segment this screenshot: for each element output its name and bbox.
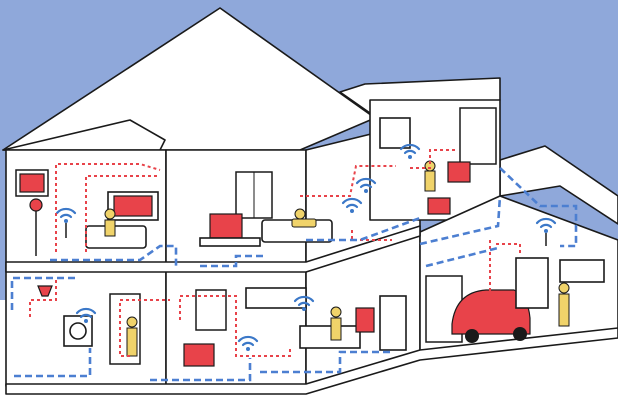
kitchen-counter xyxy=(299,325,361,349)
wifi-icon xyxy=(55,207,77,238)
tool-rack xyxy=(559,259,605,283)
person-icon xyxy=(291,208,317,228)
shelf xyxy=(515,257,549,309)
laundry-room xyxy=(37,285,141,365)
person-icon xyxy=(424,160,436,192)
wifi-icon xyxy=(535,217,557,246)
bedroom xyxy=(199,171,333,247)
refrigerator-icon xyxy=(379,295,407,351)
base-slab xyxy=(5,327,618,395)
lamp-icon xyxy=(29,198,43,256)
framed-picture xyxy=(459,107,497,165)
wifi-icon xyxy=(293,295,315,311)
person-icon xyxy=(558,282,570,327)
blue-cabling xyxy=(10,167,578,382)
appliance xyxy=(355,307,375,333)
tv-icon xyxy=(107,191,159,221)
wifi-icon xyxy=(399,143,421,159)
wifi-icon xyxy=(341,197,363,213)
wifi-icon xyxy=(237,335,259,351)
sofa-icon xyxy=(85,225,147,249)
lamp-icon xyxy=(37,285,53,297)
computer-monitor xyxy=(447,161,471,183)
storage-box xyxy=(427,197,451,215)
microwave-icon xyxy=(183,343,215,367)
floor-slab xyxy=(5,225,421,273)
living-room xyxy=(15,169,159,256)
kitchen xyxy=(245,287,407,351)
upper-right-rooms xyxy=(341,107,497,215)
red-cabling xyxy=(29,149,521,357)
person-icon xyxy=(126,316,138,357)
wifi-icon xyxy=(75,307,97,323)
person-icon xyxy=(104,208,116,237)
person-icon xyxy=(330,306,342,341)
wifi-icon xyxy=(355,177,377,193)
desk-icon xyxy=(199,213,261,247)
painting-frame-inner xyxy=(19,173,45,193)
